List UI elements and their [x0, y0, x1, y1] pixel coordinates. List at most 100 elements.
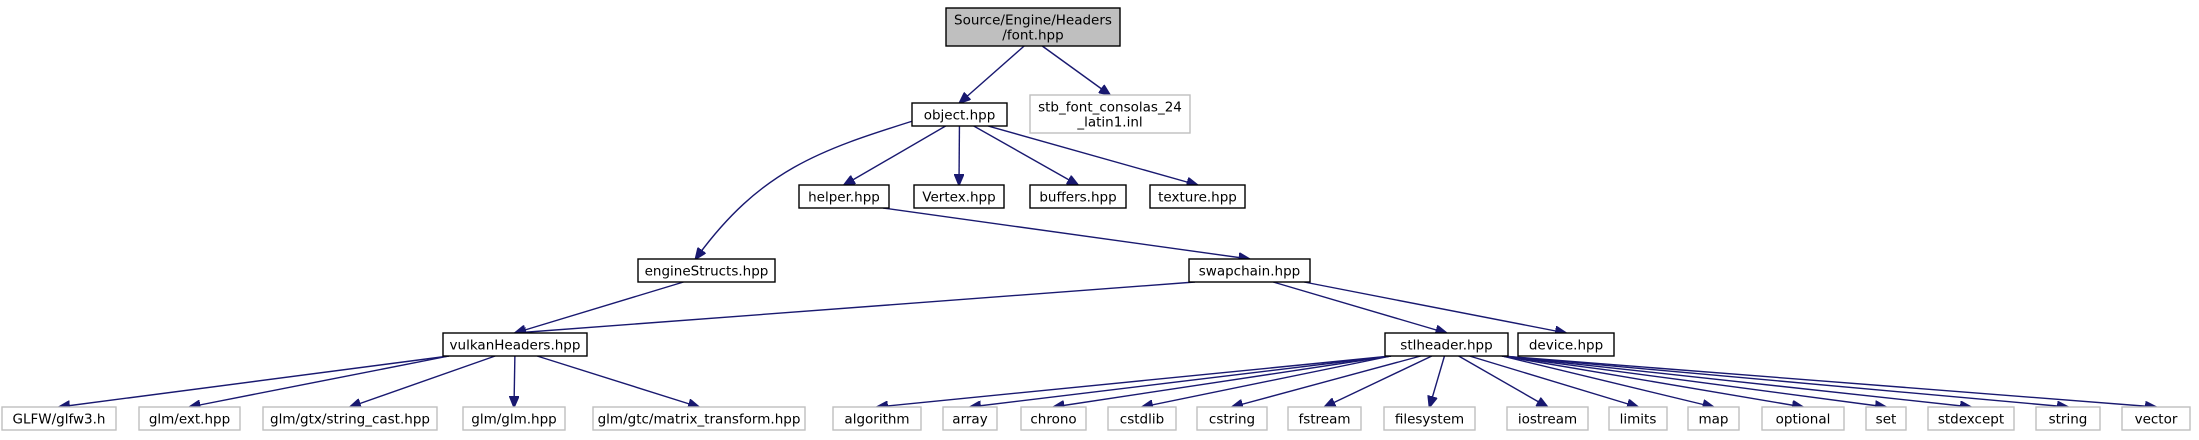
node-stb: stb_font_consolas_24_latin1.inl — [1029, 94, 1191, 134]
edge-stlheader-to-filesystem — [1430, 355, 1446, 407]
node-texture[interactable]: texture.hpp — [1149, 184, 1246, 209]
node-label: GLFW/glfw3.h — [13, 412, 106, 428]
node-label: glm/ext.hpp — [149, 412, 230, 428]
node-box — [1029, 184, 1127, 209]
node-helper[interactable]: helper.hpp — [798, 184, 890, 209]
edge-object-to-texture — [987, 125, 1197, 185]
edge-stlheader-to-cstring — [1232, 355, 1421, 407]
node-vertex[interactable]: Vertex.hpp — [913, 184, 1005, 209]
node-box — [1020, 406, 1087, 431]
node-vector: vector — [2121, 406, 2191, 431]
node-label: set — [1876, 412, 1897, 428]
node-label: fstream — [1298, 412, 1350, 428]
node-optional: optional — [1761, 406, 1845, 431]
node-cstring: cstring — [1196, 406, 1268, 431]
node-box — [832, 406, 922, 431]
edge-swapchain-to-vulkan — [515, 281, 1196, 333]
node-vulkan[interactable]: vulkanHeaders.hpp — [442, 332, 588, 357]
edges-layer — [59, 45, 2156, 407]
edge-object-to-buffers — [973, 125, 1078, 185]
node-font[interactable]: Source/Engine/Headers/font.hpp — [945, 7, 1121, 47]
edge-swapchain-to-stlheader — [1272, 281, 1446, 333]
node-box — [637, 258, 776, 283]
edge-vulkan-to-glmmat — [536, 355, 699, 407]
node-label: Source/Engine/Headers — [954, 13, 1112, 29]
node-buffers[interactable]: buffers.hpp — [1029, 184, 1127, 209]
node-box — [1865, 406, 1907, 431]
nodes-layer: Source/Engine/Headers/font.hpp object.hpp… — [1, 7, 2191, 431]
node-box — [2121, 406, 2191, 431]
node-box — [1506, 406, 1589, 431]
node-label: array — [952, 412, 987, 428]
edge-helper-to-swapchain — [882, 207, 1250, 259]
node-label: vulkanHeaders.hpp — [450, 338, 581, 354]
node-box — [945, 7, 1121, 47]
node-stdexcept: stdexcept — [1927, 406, 2015, 431]
node-box — [2035, 406, 2101, 431]
node-box — [1608, 406, 1668, 431]
node-label: texture.hpp — [1158, 190, 1237, 206]
node-label: optional — [1776, 412, 1831, 428]
edge-vulkan-to-glmstr — [350, 355, 496, 407]
node-box — [1384, 332, 1509, 357]
edge-enginestructs-to-vulkan — [515, 281, 684, 333]
node-object[interactable]: object.hpp — [911, 102, 1008, 127]
edge-swapchain-to-device — [1303, 281, 1566, 333]
node-box — [262, 406, 438, 431]
node-label: limits — [1620, 412, 1657, 428]
edge-vulkan-to-glfw — [59, 355, 450, 407]
edge-vulkan-to-glmglm — [514, 355, 515, 407]
node-label: cstring — [1209, 412, 1255, 428]
node-label: glm/gtx/string_cast.hpp — [270, 412, 430, 428]
node-label: /font.hpp — [1002, 28, 1063, 44]
node-label: vector — [2135, 412, 2178, 428]
edge-stlheader-to-set — [1501, 355, 1886, 407]
node-box — [138, 406, 241, 431]
node-label: stdexcept — [1938, 412, 2004, 428]
edge-stlheader-to-optional — [1501, 355, 1803, 407]
edge-stlheader-to-string — [1501, 355, 2068, 407]
node-label: chrono — [1030, 412, 1076, 428]
node-array: array — [942, 406, 998, 431]
node-device[interactable]: device.hpp — [1517, 332, 1615, 357]
node-swapchain[interactable]: swapchain.hpp — [1188, 258, 1311, 283]
node-box — [1287, 406, 1362, 431]
node-box — [1149, 184, 1246, 209]
edge-stlheader-to-vector — [1501, 355, 2156, 407]
node-glmext: glm/ext.hpp — [138, 406, 241, 431]
node-enginestructs[interactable]: engineStructs.hpp — [637, 258, 776, 283]
node-cstdlib: cstdlib — [1107, 406, 1177, 431]
node-box — [462, 406, 566, 431]
node-label: map — [1699, 412, 1729, 428]
node-box — [1188, 258, 1311, 283]
node-label: glm/glm.hpp — [471, 412, 556, 428]
node-algorithm: algorithm — [832, 406, 922, 431]
edge-stlheader-to-iostream — [1458, 355, 1548, 407]
node-box — [1196, 406, 1268, 431]
edge-font-to-object — [960, 45, 1025, 103]
node-fstream: fstream — [1287, 406, 1362, 431]
node-box — [1383, 406, 1476, 431]
edge-stlheader-to-limits — [1469, 355, 1638, 407]
node-label: Vertex.hpp — [922, 190, 995, 206]
edge-stlheader-to-fstream — [1325, 355, 1433, 407]
node-box — [1927, 406, 2015, 431]
node-label: buffers.hpp — [1039, 190, 1116, 206]
node-chrono: chrono — [1020, 406, 1087, 431]
node-label: engineStructs.hpp — [645, 264, 769, 280]
node-box — [942, 406, 998, 431]
node-box — [1029, 94, 1191, 134]
node-label: stb_font_consolas_24 — [1038, 100, 1182, 116]
node-glmglm: glm/glm.hpp — [462, 406, 566, 431]
node-label: glm/gtc/matrix_transform.hpp — [598, 412, 801, 428]
node-limits: limits — [1608, 406, 1668, 431]
edge-stlheader-to-algorithm — [877, 355, 1392, 407]
node-stlheader[interactable]: stlheader.hpp — [1384, 332, 1509, 357]
node-label: cstdlib — [1120, 412, 1164, 428]
node-box — [913, 184, 1005, 209]
node-label: algorithm — [844, 412, 909, 428]
node-box — [442, 332, 588, 357]
edge-stlheader-to-map — [1501, 355, 1714, 407]
node-string: string — [2035, 406, 2101, 431]
